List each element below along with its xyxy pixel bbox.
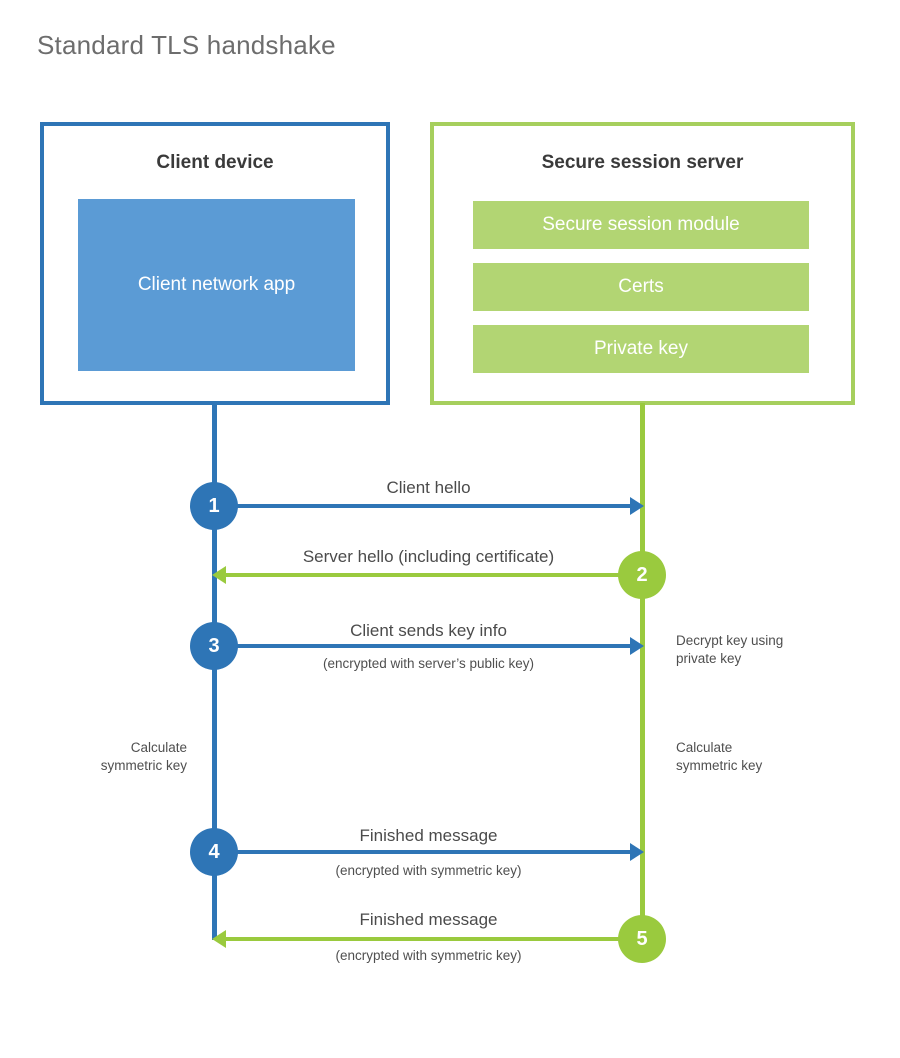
private-key-label: Private key (594, 338, 688, 359)
step-2-number: 2 (636, 563, 648, 586)
secure-session-module-bar: Secure session module (473, 201, 809, 249)
msg1-arrow-shaft (217, 504, 632, 508)
msg3-arrow-shaft (217, 644, 632, 648)
msg2-arrow-shaft (224, 573, 642, 577)
msg3-label: Client sends key info (350, 621, 507, 640)
client-lifeline (212, 403, 217, 940)
step-4-badge: 4 (190, 828, 238, 876)
secure-session-server-title: Secure session server (541, 152, 744, 173)
msg4-arrow (217, 843, 644, 861)
msg5-sublabel: (encrypted with symmetric key) (335, 948, 522, 963)
certs-bar: Certs (473, 263, 809, 311)
msg3-arrowhead-icon (630, 637, 644, 655)
secure-session-module-label: Secure session module (542, 214, 740, 235)
calculate-symmetric-key-note-right: Calculate symmetric key (676, 740, 763, 773)
step-3-number: 3 (208, 634, 220, 657)
decrypt-key-note: Decrypt key using private key (676, 633, 784, 666)
client-device-box: Client device Client network app (40, 122, 390, 405)
msg5-arrow (212, 930, 642, 948)
msg1-arrow (217, 497, 644, 515)
msg1-arrowhead-icon (630, 497, 644, 515)
step-4-number: 4 (208, 840, 220, 863)
step-2-badge: 2 (618, 551, 666, 599)
msg4-label: Finished message (359, 826, 498, 845)
client-network-app-box: Client network app (78, 199, 355, 371)
msg4-arrowhead-icon (630, 843, 644, 861)
msg2-label: Server hello (including certificate) (302, 547, 555, 566)
step-5-number: 5 (636, 927, 648, 950)
msg3-arrow (217, 637, 644, 655)
step-3-badge: 3 (190, 622, 238, 670)
msg5-label: Finished message (359, 910, 498, 929)
client-device-title: Client device (156, 152, 274, 173)
msg1-label: Client hello (386, 478, 471, 497)
step-5-badge: 5 (618, 915, 666, 963)
client-network-app-label: Client network app (137, 274, 296, 296)
certs-label: Certs (618, 276, 664, 297)
msg4-arrow-shaft (217, 850, 632, 854)
msg5-arrowhead-icon (212, 930, 226, 948)
secure-session-server-box: Secure session server Secure session mod… (430, 122, 855, 405)
step-1-badge: 1 (190, 482, 238, 530)
msg4-sublabel: (encrypted with symmetric key) (335, 863, 522, 878)
page-title: Standard TLS handshake (37, 30, 336, 60)
msg2-arrow (212, 566, 642, 584)
server-lifeline (640, 403, 645, 940)
msg2-arrowhead-icon (212, 566, 226, 584)
msg5-arrow-shaft (224, 937, 642, 941)
step-1-number: 1 (208, 494, 220, 517)
calculate-symmetric-key-note-left: Calculate symmetric key (100, 740, 187, 773)
private-key-bar: Private key (473, 325, 809, 373)
msg3-sublabel: (encrypted with server’s public key) (322, 656, 535, 671)
